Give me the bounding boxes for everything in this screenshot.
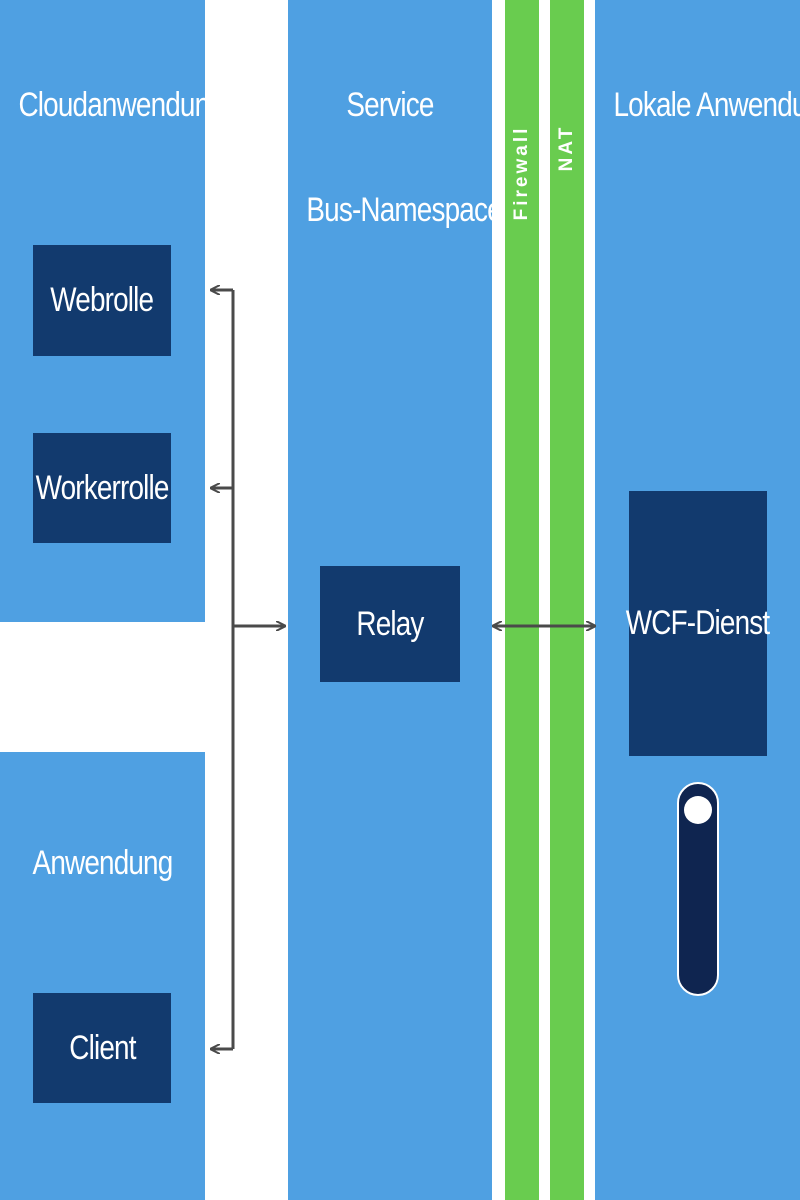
local-application-title: Lokale Anwendung — [613, 86, 800, 124]
firewall-label: Firewall — [511, 125, 532, 221]
client-label: Client — [68, 1028, 136, 1067]
webrole-label: Webrolle — [50, 281, 155, 319]
relay-box: Relay — [320, 566, 460, 682]
webrole-box: Webrolle — [33, 245, 171, 356]
cloud-application-title: Cloudanwendung — [18, 86, 225, 124]
relay-label: Relay — [356, 604, 424, 643]
wcf-service-box: WCF-Dienst — [626, 491, 771, 756]
local-application-panel: Lokale Anwendung WCF-Dienst — [595, 0, 800, 1200]
workerrole-box: Workerrolle — [33, 433, 171, 543]
nat-label: NAT — [556, 124, 577, 172]
client-box: Client — [33, 993, 171, 1103]
database-top — [684, 796, 712, 824]
application-panel: Anwendung Client — [0, 752, 205, 1200]
cloud-application-panel: Cloudanwendung Webrolle Workerrolle — [0, 0, 225, 622]
workerrole-label: Workerrolle — [35, 468, 170, 507]
nat-band: NAT — [550, 0, 584, 1200]
application-title: Anwendung — [32, 844, 174, 882]
wcf-service-label: WCF-Dienst — [626, 604, 770, 642]
database-body — [677, 782, 719, 996]
service-bus-title-line1: Service — [346, 86, 434, 124]
service-bus-namespace-panel: Service Bus-Namespace Relay — [288, 0, 503, 1200]
database-icon — [677, 782, 719, 996]
firewall-band: Firewall — [505, 0, 539, 1200]
service-bus-title-line2: Bus-Namespace — [306, 191, 502, 229]
